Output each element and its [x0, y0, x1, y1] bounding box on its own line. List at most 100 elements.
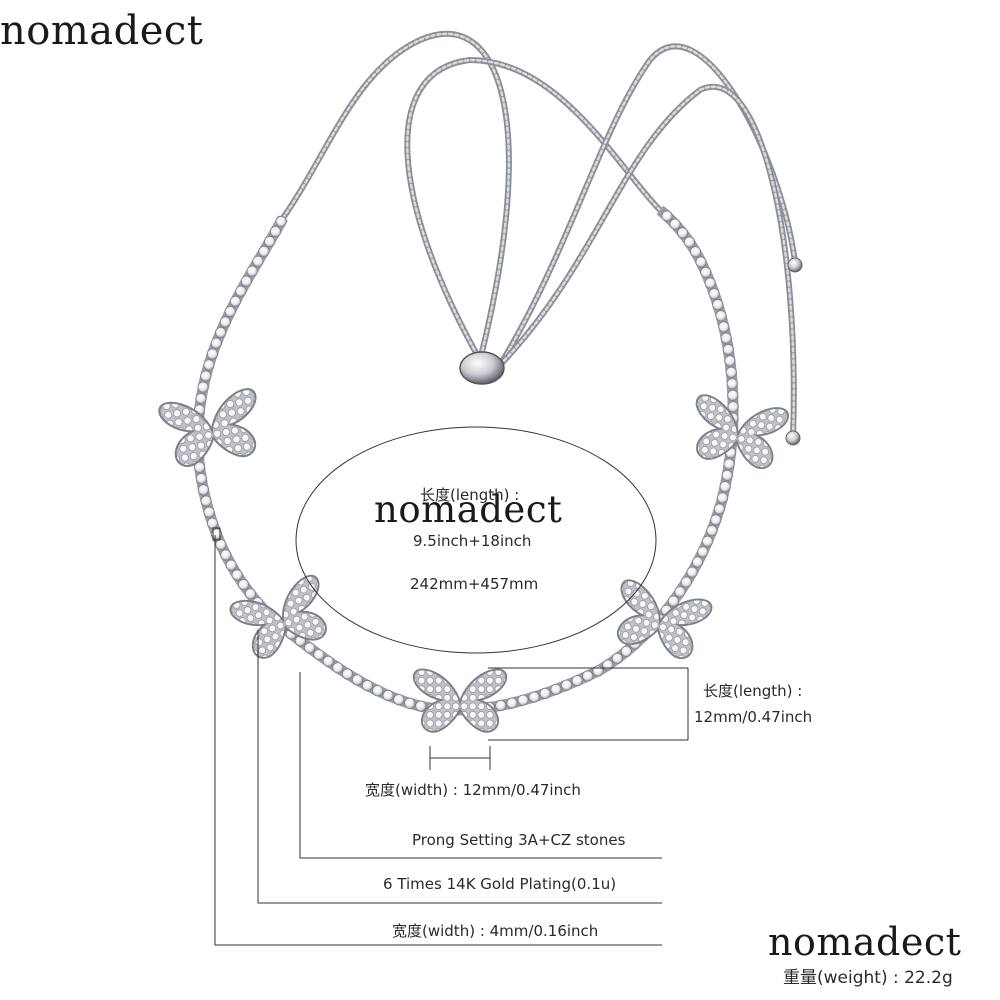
watermark-center: nomadect [374, 488, 563, 531]
cz-stone [195, 392, 207, 405]
cz-stone [713, 503, 726, 515]
cz-stone [224, 305, 236, 318]
cz-stone [322, 655, 334, 667]
cz-stone [244, 588, 256, 600]
watermark-bottom-right: nomadect [768, 920, 962, 964]
cz-stone [676, 227, 689, 239]
cz-stone [726, 378, 738, 390]
cz-stone [495, 699, 507, 712]
cz-stone [404, 697, 416, 709]
oval-length-inch: 9.5inch+18inch [413, 532, 532, 550]
butterfly-charm [157, 386, 267, 471]
cz-stone [393, 694, 405, 706]
cz-stone [719, 481, 731, 493]
cz-stone [725, 366, 737, 378]
cz-stone [592, 665, 604, 677]
cz-stone [225, 559, 237, 571]
cz-stone [680, 576, 692, 588]
cz-stone [560, 679, 573, 691]
cz-stone [258, 245, 270, 257]
cz-stone [206, 517, 219, 529]
oval-length-label: 长度(length) : [420, 486, 520, 504]
cz-stone [415, 700, 427, 712]
cz-stone [611, 652, 623, 665]
cz-stone [686, 566, 698, 578]
cz-stone [197, 381, 209, 393]
oval-length-mm: 242mm+457mm [410, 575, 539, 593]
watermark-top-left: nomadect [0, 8, 204, 54]
cz-stone [669, 218, 681, 230]
cz-stone [506, 697, 518, 709]
cz-stone [718, 321, 730, 333]
cz-stone [203, 506, 215, 518]
cz-stone [215, 538, 227, 551]
cz-stone [701, 535, 714, 547]
cz-stone [697, 546, 709, 558]
cz-stone [382, 689, 394, 702]
cz-stone [602, 659, 614, 671]
cz-stone [571, 675, 583, 687]
cz-stone [341, 668, 354, 680]
cz-stone [203, 359, 215, 371]
cz-stone [200, 495, 212, 507]
cz-stone [195, 472, 207, 485]
cz-stone [708, 288, 720, 300]
callout-plating: 6 Times 14K Gold Plating(0.1u) [383, 875, 617, 893]
cz-stone [235, 285, 247, 297]
weight-label: 重量(weight) : 22.2g [783, 968, 953, 988]
cz-stone [716, 492, 729, 504]
cz-stone [582, 670, 594, 682]
cz-stone [539, 687, 551, 700]
butterfly-width: 宽度(width) : 12mm/0.47inch [365, 781, 581, 799]
cz-stone [700, 266, 712, 278]
cz-stone [252, 255, 264, 267]
cz-stone [721, 469, 733, 481]
cz-stone [332, 662, 344, 674]
cz-stone [667, 595, 680, 607]
cz-stone [550, 683, 562, 696]
cz-stone [269, 226, 282, 238]
cz-stone [691, 556, 704, 568]
dimension-lines [429, 667, 689, 770]
butterfly-length-label: 长度(length) : [703, 682, 803, 700]
cz-stone [706, 525, 718, 537]
cz-stone [264, 235, 276, 248]
cz-stone [206, 348, 218, 360]
spec-oval [295, 426, 657, 654]
cz-stone [720, 332, 732, 344]
cz-stone [712, 299, 724, 311]
cz-stone [695, 256, 707, 268]
cz-stone [194, 461, 206, 473]
cz-stone [237, 578, 250, 591]
cz-stone [220, 549, 232, 561]
cz-stone [724, 355, 736, 367]
cz-stone [674, 586, 686, 598]
cz-stone [246, 265, 258, 277]
cz-stone [210, 337, 222, 349]
cz-stone [231, 569, 243, 581]
cz-stone [313, 649, 325, 661]
cz-stone [351, 674, 363, 686]
cz-stone [727, 401, 739, 413]
cz-stone [704, 277, 716, 289]
callout-stones: Prong Setting 3A+CZ stones [412, 831, 626, 849]
cz-stone [275, 215, 287, 228]
cz-stone [229, 295, 241, 307]
cz-stone [361, 679, 373, 692]
cz-stone [727, 389, 739, 401]
cz-stone [200, 370, 212, 382]
cz-stone [661, 210, 673, 222]
butterfly-charm [412, 668, 508, 733]
callout-chain-width: 宽度(width) : 4mm/0.16inch [392, 922, 599, 940]
cz-stone [210, 528, 223, 540]
cz-stone [683, 236, 696, 248]
end-bead [787, 257, 803, 273]
cz-stone [240, 275, 252, 287]
callout-lines [212, 527, 662, 946]
cz-stone [219, 316, 231, 328]
cz-stone [372, 685, 384, 697]
cz-stone [715, 310, 727, 322]
cz-stone [528, 691, 540, 703]
